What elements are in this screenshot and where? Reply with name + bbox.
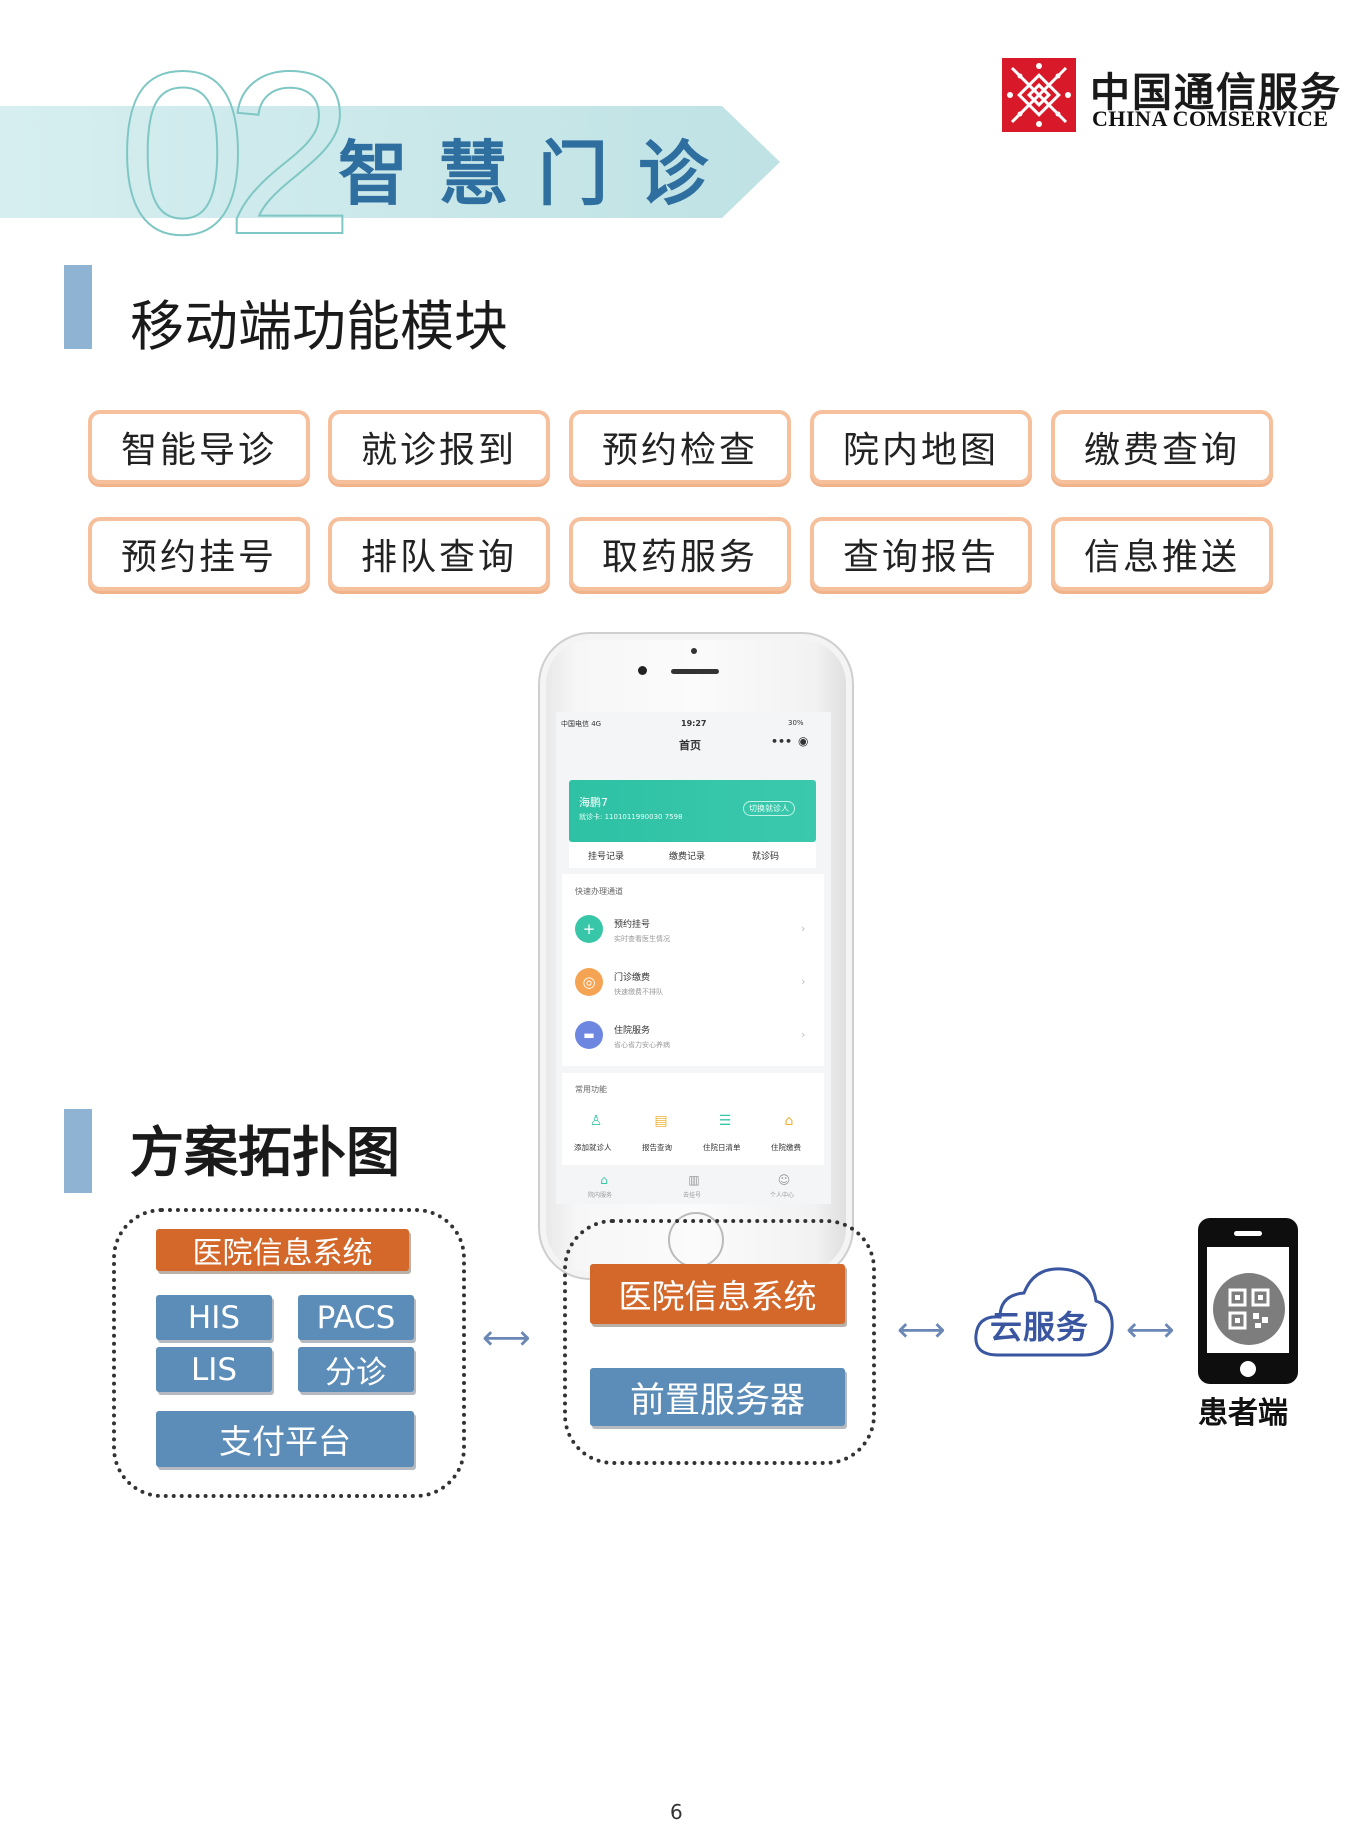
- triage-box: 分诊: [298, 1347, 414, 1392]
- user-icon[interactable]: ☺: [777, 1173, 791, 1187]
- pacs-box: PACS: [298, 1295, 414, 1340]
- common-functions-title: 常用功能: [575, 1085, 607, 1094]
- fn-daily-list[interactable]: 住院日清单: [703, 1143, 741, 1152]
- feature-report-query: 查询报告: [810, 517, 1032, 591]
- fn-report-query[interactable]: 报告查询: [642, 1143, 672, 1152]
- report-icon: ▤: [654, 1113, 668, 1129]
- logo-cn-text: 中国通信服务: [1090, 69, 1342, 116]
- home-icon[interactable]: ⌂: [600, 1173, 608, 1187]
- bidirectional-arrow-icon: ⟷: [482, 1318, 531, 1358]
- status-carrier: 中国电信 4G: [561, 720, 602, 728]
- lis-box: LIS: [156, 1347, 272, 1392]
- app-page-title: 首页: [679, 739, 701, 752]
- add-person-icon: ♙: [589, 1113, 603, 1129]
- feature-registration: 预约挂号: [88, 517, 310, 591]
- service-inpatient-sub: 省心省力安心养病: [614, 1041, 670, 1049]
- phone-speaker: [1234, 1231, 1262, 1236]
- status-battery: 30%: [788, 719, 804, 727]
- service-outpatient-pay-sub: 快速缴费不排队: [614, 988, 663, 996]
- section-marker: [64, 1109, 92, 1193]
- home-pay-icon: ⌂: [784, 1113, 794, 1129]
- phone-sensor: [691, 648, 697, 654]
- record-tabs: [569, 842, 816, 868]
- banner-title: 智慧门诊: [338, 133, 738, 215]
- service-registration-sub: 实时查看医生情况: [614, 935, 670, 943]
- service-outpatient-pay-title[interactable]: 门诊缴费: [614, 973, 651, 983]
- status-time: 19:27: [681, 719, 707, 728]
- mid-hospital-info-system: 医院信息系统: [590, 1264, 845, 1324]
- china-comservice-logo-icon: [1002, 58, 1076, 132]
- service-inpatient-title[interactable]: 住院服务: [614, 1026, 651, 1036]
- more-icon[interactable]: •••: [771, 735, 793, 748]
- chevron-right-icon: ›: [801, 922, 806, 935]
- patient-name: 海鹏7: [579, 796, 608, 809]
- hospital-system-group: [112, 1208, 466, 1498]
- tab-visit-code[interactable]: 就诊码: [752, 852, 780, 862]
- feature-message-push: 信息推送: [1051, 517, 1273, 591]
- section-marker: [64, 265, 92, 349]
- nav-register[interactable]: 去挂号: [683, 1192, 702, 1199]
- bed-icon: ▬: [575, 1021, 603, 1049]
- target-icon[interactable]: ◉: [798, 734, 809, 748]
- feature-pharmacy: 取药服务: [569, 517, 791, 591]
- fn-inpatient-pay[interactable]: 住院缴费: [771, 1143, 801, 1152]
- section-title-mobile-modules: 移动端功能模块: [130, 295, 508, 358]
- feature-payment-query: 缴费查询: [1051, 410, 1273, 484]
- chevron-right-icon: ›: [801, 975, 806, 988]
- coin-icon: ◎: [575, 968, 603, 996]
- patient-label: 患者端: [1198, 1396, 1288, 1431]
- fn-add-patient[interactable]: 添加就诊人: [574, 1143, 612, 1152]
- patient-card[interactable]: [569, 780, 816, 842]
- section-number: 02: [117, 24, 355, 283]
- chevron-right-icon: ›: [801, 1028, 806, 1041]
- quick-services-panel: [562, 874, 824, 1066]
- front-server-box: 前置服务器: [590, 1368, 845, 1426]
- cloud-service-label: 云服务: [990, 1308, 1090, 1346]
- header-banner: [0, 106, 780, 218]
- service-registration-title[interactable]: 预约挂号: [614, 920, 651, 930]
- cloud-icon: [974, 1267, 1114, 1357]
- front-server-group: [563, 1219, 876, 1465]
- switch-patient-button[interactable]: 切换就诊人: [743, 801, 795, 816]
- common-functions-panel: [562, 1073, 824, 1165]
- feature-smart-triage: 智能导诊: [88, 410, 310, 484]
- section-title-topology: 方案拓扑图: [130, 1121, 400, 1184]
- bidirectional-arrow-icon: ⟷: [897, 1310, 946, 1350]
- page-number: 6: [670, 1800, 683, 1824]
- tab-payment-records[interactable]: 缴费记录: [669, 852, 706, 862]
- plus-icon: +: [575, 915, 603, 943]
- feature-queue-query: 排队查询: [328, 517, 550, 591]
- nav-hospital-services[interactable]: 院内服务: [588, 1192, 613, 1199]
- tab-registration-records[interactable]: 挂号记录: [588, 852, 625, 862]
- bidirectional-arrow-icon: ⟷: [1126, 1310, 1175, 1350]
- feature-book-exam: 预约检查: [569, 410, 791, 484]
- logo-en-text: CHINA COMSERVICE: [1092, 106, 1329, 131]
- phone-speaker: [671, 669, 719, 674]
- payment-platform-box: 支付平台: [156, 1411, 414, 1467]
- feature-checkin: 就诊报到: [328, 410, 550, 484]
- nav-personal-center[interactable]: 个人中心: [770, 1192, 795, 1199]
- qr-code-icon: [1213, 1273, 1285, 1345]
- feature-hospital-map: 院内地图: [810, 410, 1032, 484]
- patient-card-number: 就诊卡: 1101011990030 7598: [579, 813, 683, 821]
- left-hospital-info-system: 医院信息系统: [156, 1229, 409, 1271]
- quick-services-title: 快速办理通道: [575, 887, 623, 896]
- his-box: HIS: [156, 1295, 272, 1340]
- building-icon[interactable]: ▥: [688, 1173, 700, 1187]
- list-icon: ☰: [718, 1113, 732, 1129]
- phone-camera: [638, 666, 647, 675]
- phone-home-button: [1240, 1361, 1256, 1377]
